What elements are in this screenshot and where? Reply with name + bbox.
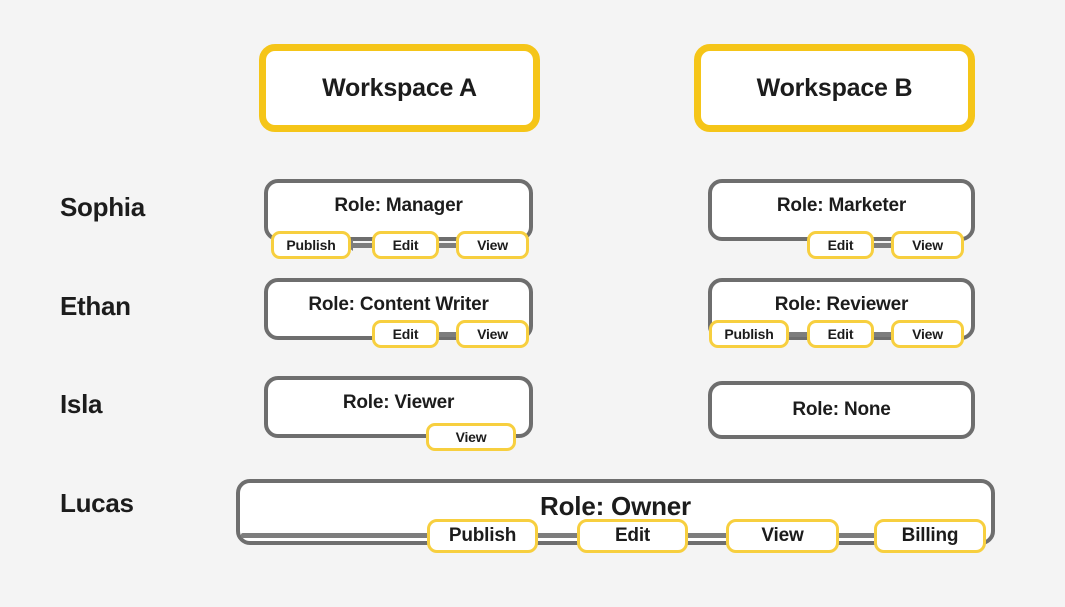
person-label-sophia: Sophia — [60, 192, 145, 222]
permission-pill-sophia-b-view[interactable]: View — [891, 231, 964, 259]
workspace-header-a-label: Workspace A — [322, 73, 477, 102]
permission-pill-lucas-view[interactable]: View — [726, 519, 839, 553]
connector-sophia-a-publish-edit — [345, 243, 379, 248]
permission-pill-lucas-billing[interactable]: Billing — [874, 519, 986, 553]
permission-pill-sophia-a-publish[interactable]: Publish — [271, 231, 351, 259]
connector-sophia-b-edit-view — [869, 243, 895, 248]
workspace-header-a[interactable]: Workspace A — [259, 44, 540, 132]
permission-pill-ethan-b-edit[interactable]: Edit — [807, 320, 874, 348]
role-card-ethan-workspace-a-label: Role: Content Writer — [308, 294, 489, 315]
role-card-lucas-label: Role: Owner — [540, 490, 691, 521]
role-card-sophia-workspace-a-label: Role: Manager — [334, 195, 463, 216]
connector-sophia-a-edit-view — [434, 243, 459, 248]
connector-lucas-edit-view — [683, 533, 729, 538]
permission-pill-ethan-b-publish[interactable]: Publish — [709, 320, 789, 348]
role-card-sophia-workspace-a[interactable]: Role: Manager — [264, 179, 533, 241]
workspace-header-b[interactable]: Workspace B — [694, 44, 975, 132]
role-card-sophia-workspace-b-label: Role: Marketer — [776, 195, 907, 216]
person-label-ethan: Ethan — [60, 291, 131, 321]
role-card-isla-workspace-b-label: Role: None — [792, 399, 891, 420]
permission-pill-isla-a-view[interactable]: View — [426, 423, 516, 451]
role-card-ethan-workspace-b-label: Role: Reviewer — [774, 294, 909, 315]
connector-lucas-view-billing — [836, 533, 878, 538]
permission-pill-ethan-b-view[interactable]: View — [891, 320, 964, 348]
role-card-isla-workspace-a-label: Role: Viewer — [342, 392, 455, 413]
role-card-isla-workspace-b[interactable]: Role: None — [708, 381, 975, 439]
permission-pill-sophia-a-view[interactable]: View — [456, 231, 529, 259]
permission-pill-sophia-b-edit[interactable]: Edit — [807, 231, 874, 259]
connector-lucas-publish-edit — [535, 533, 581, 538]
person-label-lucas: Lucas — [60, 488, 134, 518]
connector-ethan-b-publish-edit — [784, 332, 809, 337]
person-label-isla: Isla — [60, 389, 103, 419]
permission-pill-sophia-a-edit[interactable]: Edit — [372, 231, 439, 259]
workspace-header-b-label: Workspace B — [756, 73, 913, 102]
permission-pill-ethan-a-edit[interactable]: Edit — [372, 320, 439, 348]
connector-ethan-a-edit-view — [434, 332, 459, 337]
connector-lucas-card-publish — [241, 533, 435, 538]
permission-pill-lucas-edit[interactable]: Edit — [577, 519, 688, 553]
role-card-sophia-workspace-b[interactable]: Role: Marketer — [708, 179, 975, 241]
connector-ethan-b-edit-view — [869, 332, 895, 337]
permission-pill-ethan-a-view[interactable]: View — [456, 320, 529, 348]
permission-pill-lucas-publish[interactable]: Publish — [427, 519, 538, 553]
role-card-isla-workspace-a[interactable]: Role: Viewer — [264, 376, 533, 438]
